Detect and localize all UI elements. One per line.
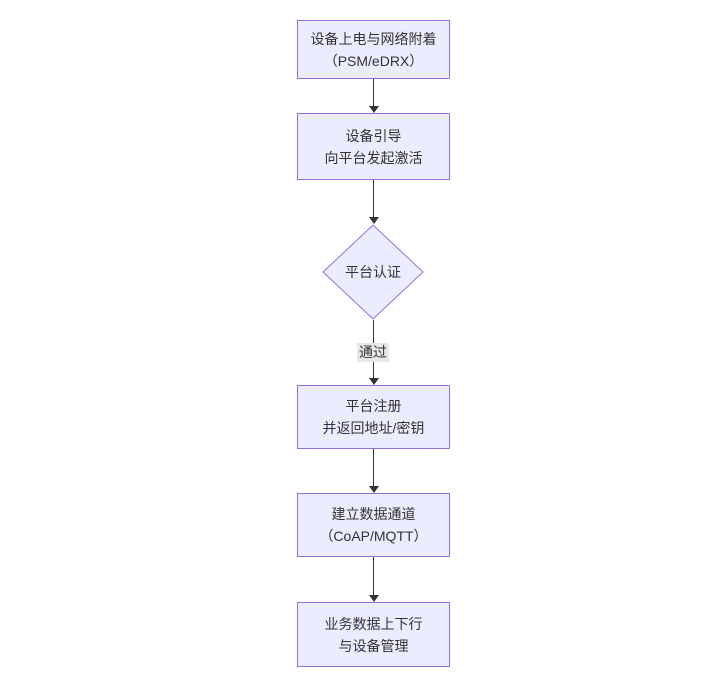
node-text: 设备上电与网络附着 (310, 30, 437, 47)
flow-node-business-data: 业务数据上下行 与设备管理 (297, 602, 450, 667)
edge-label-pass: 通过 (357, 343, 389, 362)
arrowhead-icon (368, 217, 379, 224)
flow-node-data-channel: 建立数据通道 （CoAP/MQTT） (297, 493, 450, 557)
diamond-shape (322, 224, 424, 320)
node-text: 平台注册 (345, 398, 402, 414)
node-text: 业务数据上下行 (324, 615, 423, 632)
flow-edge-n2-n3 (368, 180, 379, 224)
node-text: 建立数据通道 (331, 506, 416, 522)
arrowhead-icon (368, 486, 379, 493)
edge-line (373, 449, 374, 486)
node-text: （PSM/eDRX） (323, 52, 424, 69)
node-text: 向平台发起激活 (324, 149, 423, 166)
arrowhead-icon (368, 378, 379, 385)
flow-edge-n5-n6 (368, 557, 379, 602)
flow-node-platform-auth: 平台认证 (322, 224, 424, 320)
node-text: 与设备管理 (338, 637, 409, 654)
flow-node-bootstrap: 设备引导 向平台发起激活 (297, 113, 450, 180)
arrowhead-icon (368, 106, 379, 113)
flow-node-power-attach: 设备上电与网络附着 （PSM/eDRX） (297, 20, 450, 79)
flow-edge-n4-n5 (368, 449, 379, 493)
flow-edge-n1-n2 (368, 79, 379, 113)
node-text: 设备引导 (345, 127, 402, 144)
arrowhead-icon (368, 595, 379, 602)
edge-line (373, 557, 374, 595)
flow-node-register: 平台注册 并返回地址/密钥 (297, 385, 450, 449)
node-text: 并返回地址/密钥 (322, 420, 425, 436)
node-text: 平台认证 (345, 264, 401, 280)
edge-line (373, 79, 374, 106)
edge-line (373, 180, 374, 217)
node-text: （CoAP/MQTT） (319, 528, 428, 544)
